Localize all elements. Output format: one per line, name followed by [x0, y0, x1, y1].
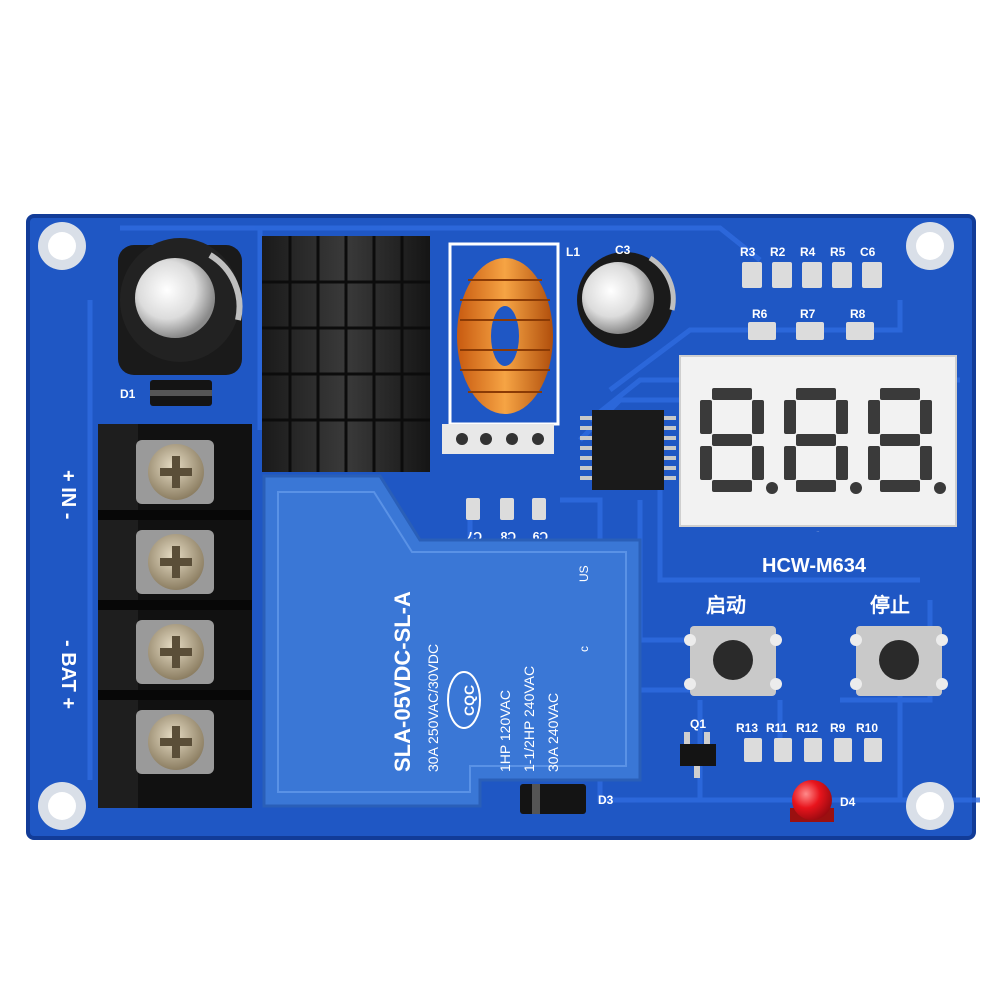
mounting-hole-bl	[38, 782, 86, 830]
relay-ul-c: c	[577, 646, 591, 652]
segment-d3-2	[880, 480, 920, 492]
heatsink	[262, 236, 430, 472]
relay-cqc-ring	[447, 671, 481, 729]
segment-d1-2	[712, 480, 752, 492]
segment-d3-4	[920, 400, 932, 434]
diode-d1	[150, 380, 212, 406]
pcb-edge	[26, 214, 976, 840]
decimal-point-3	[934, 482, 946, 494]
smd-row-top	[742, 262, 882, 340]
segment-d2-2	[796, 480, 836, 492]
display-segments	[700, 388, 946, 494]
relay-rating-mid3: 30A 240VAC	[545, 693, 561, 772]
regulator-footprint	[442, 424, 554, 454]
transistor-q1	[680, 732, 716, 778]
copper-traces	[87, 225, 980, 803]
relay-markings: SLA-05VDC-SL-A 30A 250VAC/30VDC CQC 1HP …	[390, 565, 591, 772]
smd-caps-c7-c9	[466, 498, 546, 520]
terminal-in-label: + IN -	[57, 470, 79, 519]
board-model-label: HCW-M634	[762, 555, 867, 577]
segment-d1-6	[752, 446, 764, 480]
segment-d2-4	[836, 400, 848, 434]
display-digits-readout: 8.8.8.	[817, 531, 820, 533]
relay-part-number: SLA-05VDC-SL-A	[390, 591, 415, 772]
terminal-screw-1	[136, 440, 214, 504]
segment-d1-5	[700, 446, 712, 480]
terminal-screw-2	[136, 530, 214, 594]
segment-d3-5	[868, 446, 880, 480]
label-r8: R8	[850, 307, 866, 321]
label-d3: D3	[598, 793, 614, 807]
relay	[262, 474, 642, 808]
capacitor-c1	[118, 238, 243, 375]
segment-d3-3	[868, 400, 880, 434]
label-d1: D1	[120, 387, 136, 401]
label-c3: C3	[615, 243, 631, 257]
label-c6: C6	[860, 245, 876, 259]
smd-row-bottom	[744, 738, 882, 762]
label-r11: R11	[766, 721, 788, 735]
label-r7: R7	[800, 307, 816, 321]
label-r5: R5	[830, 245, 846, 259]
terminal-bat-label: - BAT +	[57, 640, 79, 709]
label-l1: L1	[566, 245, 580, 259]
segment-d3-0	[880, 388, 920, 400]
relay-rating-left: 30A 250VAC/30VDC	[425, 644, 441, 772]
status-led-d4	[790, 780, 834, 822]
segment-d2-3	[784, 400, 796, 434]
decimal-point-1	[766, 482, 778, 494]
mounting-hole-tl	[38, 222, 86, 270]
driver-ic	[580, 410, 676, 490]
stop-button[interactable]	[850, 626, 948, 696]
label-r10: R10	[856, 721, 878, 735]
label-r2: R2	[770, 245, 786, 259]
relay-rating-mid2: 1-1/2HP 240VAC	[521, 666, 537, 772]
segment-d1-4	[752, 400, 764, 434]
diode-d3	[520, 784, 586, 814]
relay-rating-mid1: 1HP 120VAC	[497, 690, 513, 772]
terminal-screw-3	[136, 620, 214, 684]
stop-button-label: 停止	[870, 593, 910, 617]
segment-d1-3	[700, 400, 712, 434]
label-r13: R13	[736, 721, 758, 735]
capacitor-c3	[577, 252, 676, 348]
mounting-hole-br	[906, 782, 954, 830]
label-q1: Q1	[690, 717, 706, 731]
inductor-l1	[448, 242, 560, 426]
segment-d2-6	[836, 446, 848, 480]
segment-d2-0	[796, 388, 836, 400]
label-d4: D4	[840, 795, 856, 809]
start-button-label: 启动	[706, 593, 746, 617]
segment-d2-1	[796, 434, 836, 446]
label-r9: R9	[830, 721, 846, 735]
decimal-point-2	[850, 482, 862, 494]
label-r6: R6	[752, 307, 768, 321]
relay-cqc-mark: CQC	[461, 685, 477, 716]
mounting-hole-tr	[906, 222, 954, 270]
start-button[interactable]	[684, 626, 782, 696]
terminal-screw-4	[136, 710, 214, 774]
segment-d1-1	[712, 434, 752, 446]
label-r12: R12	[796, 721, 818, 735]
label-r3: R3	[740, 245, 756, 259]
label-r4: R4	[800, 245, 816, 259]
segment-d2-5	[784, 446, 796, 480]
segment-d3-6	[920, 446, 932, 480]
segment-d3-1	[880, 434, 920, 446]
segment-d1-0	[712, 388, 752, 400]
relay-ul-us: US	[577, 565, 591, 582]
